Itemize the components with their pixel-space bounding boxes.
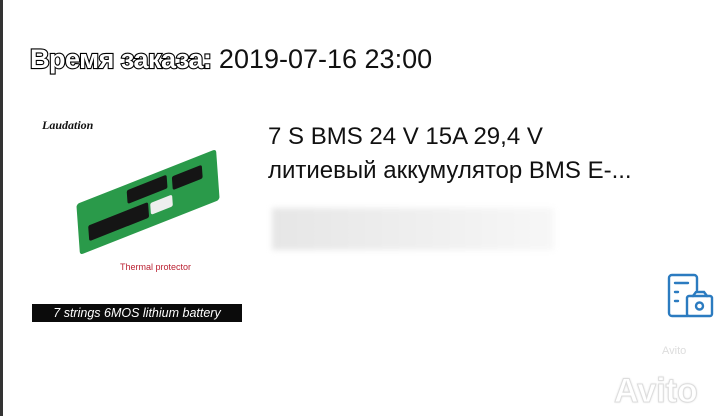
product-title-line2: литиевый аккумулятор BMS E-... [268,157,632,184]
left-border [0,0,3,416]
order-time-value: 2019-07-16 23:00 [218,44,433,74]
redacted-area [272,208,554,250]
receipt-camera-icon[interactable] [664,272,716,322]
image-caption: 7 strings 6MOS lithium battery [32,304,242,322]
bms-board-graphic [76,149,220,255]
order-time: Время заказа: 2019-07-16 23:00 [29,43,433,75]
product-title-line1: 7 S BMS 24 V 15A 29,4 V [268,123,543,150]
order-time-label: Время заказа: [29,43,213,75]
image-annotation: Thermal protector [120,262,192,272]
watermark-large: Avito [614,372,699,411]
product-title[interactable]: 7 S BMS 24 V 15A 29,4 V литиевый аккумул… [268,120,632,188]
product-image[interactable]: Laudation Thermal protector 7 strings 6M… [30,108,245,326]
watermark-small: Avito [662,345,687,357]
image-brand: Laudation [42,118,94,132]
